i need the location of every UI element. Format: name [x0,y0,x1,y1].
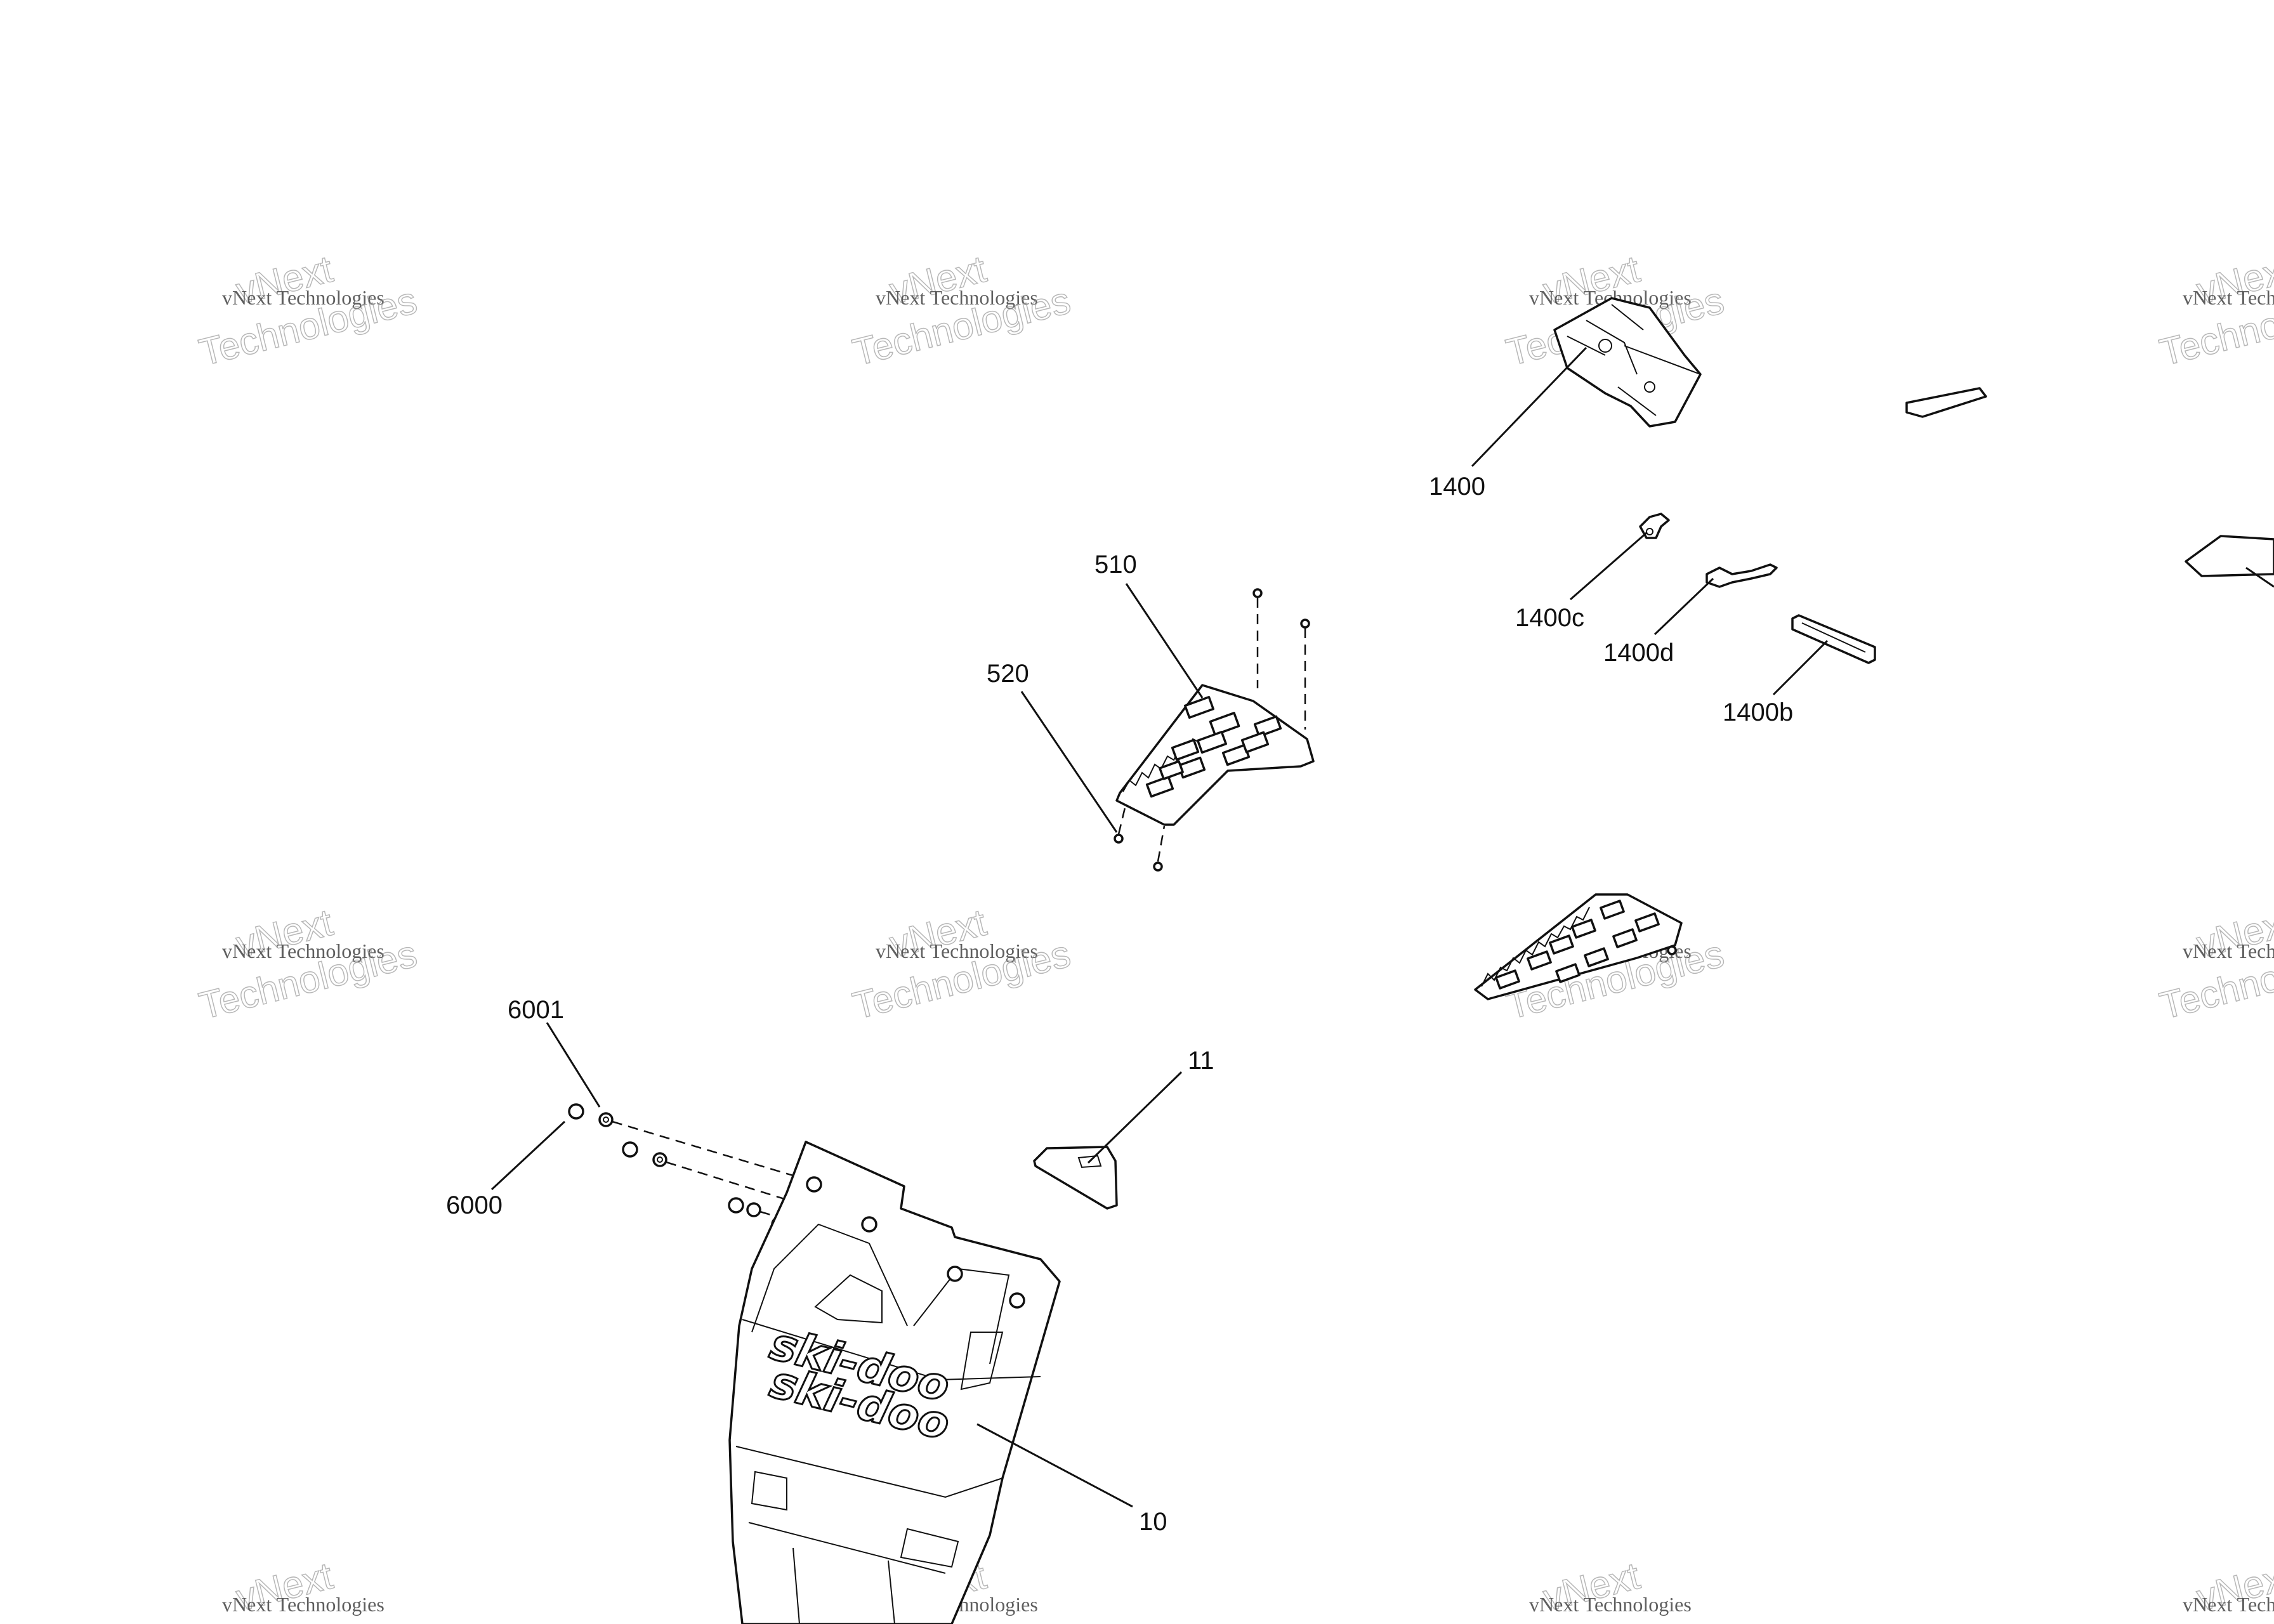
label-510[interactable]: 510 [1094,551,1137,579]
dash-bolt-4 [1157,825,1166,862]
leader-520 [1020,691,1118,833]
part-1400d-wrench[interactable] [1705,563,1778,588]
label-1400b[interactable]: 1400b [1723,698,1793,726]
nut[interactable] [746,1202,761,1217]
label-520[interactable]: 520 [987,660,1029,688]
label-1400d[interactable]: 1400d [1603,639,1674,667]
leader-right-edge [2245,566,2274,588]
label-6001[interactable]: 6001 [508,996,564,1024]
part-1400c-clip[interactable] [1639,513,1670,539]
part-tag-right-edge[interactable] [2185,535,2274,577]
leader-11 [1087,1071,1183,1164]
part-11-plate[interactable] [1033,1146,1118,1210]
watermark: vNext vNext Technologies [222,1554,384,1620]
dash-fastener-1 [612,1120,813,1182]
leader-1400b [1772,639,1829,696]
watermark: vNext vNext Technologies Technologies [848,900,1075,1028]
washer[interactable] [568,1103,584,1120]
leader-6000 [490,1120,566,1191]
leader-1400 [1471,346,1587,468]
watermark: vNext vNext Technologies Technologies [195,900,422,1028]
leader-1400d [1653,577,1714,636]
watermark-group: vNext vNext Technologies Technologies vN… [195,247,2274,1620]
watermark-small: vNext Technologies [876,940,1038,962]
leader-1400c [1570,532,1647,601]
watermark-small: vNext Technologies [2183,286,2274,309]
leader-510 [1125,583,1204,698]
part-510-step-plate[interactable] [1114,588,1315,872]
part-1400-box[interactable] [1553,297,1702,428]
label-11[interactable]: 11 [1188,1047,1214,1075]
label-1400c[interactable]: 1400c [1515,604,1584,632]
label-6000[interactable]: 6000 [446,1191,503,1219]
part-1400b-strip[interactable] [1791,614,1876,664]
watermark-small: vNext Technologies [876,286,1038,309]
watermark: vNext vNext Technologies Technologies [848,247,1075,374]
part-tag-top-right[interactable] [1905,387,1987,418]
part-10-front-panel[interactable]: ski-doo ski-doo [728,1141,1061,1624]
dash-bolt-3 [1117,802,1127,835]
leader-6001 [546,1022,601,1108]
watermark-small: vNext Technologies [2183,1593,2274,1616]
watermark-small: vNext Technologies [1529,1593,1692,1616]
watermark: vNext vNext Technologies Technologies [2155,900,2274,1028]
leader-10 [976,1423,1133,1508]
watermark-small: vNext Technologies [222,286,384,309]
nut[interactable] [652,1152,667,1167]
watermark: vNext vNext Technologies Technologies [2155,247,2274,374]
watermark-small: vNext Technologies [222,940,384,962]
washer[interactable] [622,1141,638,1158]
watermark: vNext vNext Technologies [2183,1554,2274,1620]
part-step-plate-right[interactable] [1474,893,1683,1000]
nut[interactable] [598,1112,614,1127]
label-1400[interactable]: 1400 [1429,473,1485,501]
watermark-small: vNext Technologies [2183,940,2274,962]
washer[interactable] [728,1197,744,1214]
watermark: vNext vNext Technologies Technologies [195,247,422,374]
watermark-small: vNext Technologies [222,1593,384,1616]
label-10[interactable]: 10 [1139,1508,1167,1536]
watermark: vNext vNext Technologies [1529,1554,1692,1620]
